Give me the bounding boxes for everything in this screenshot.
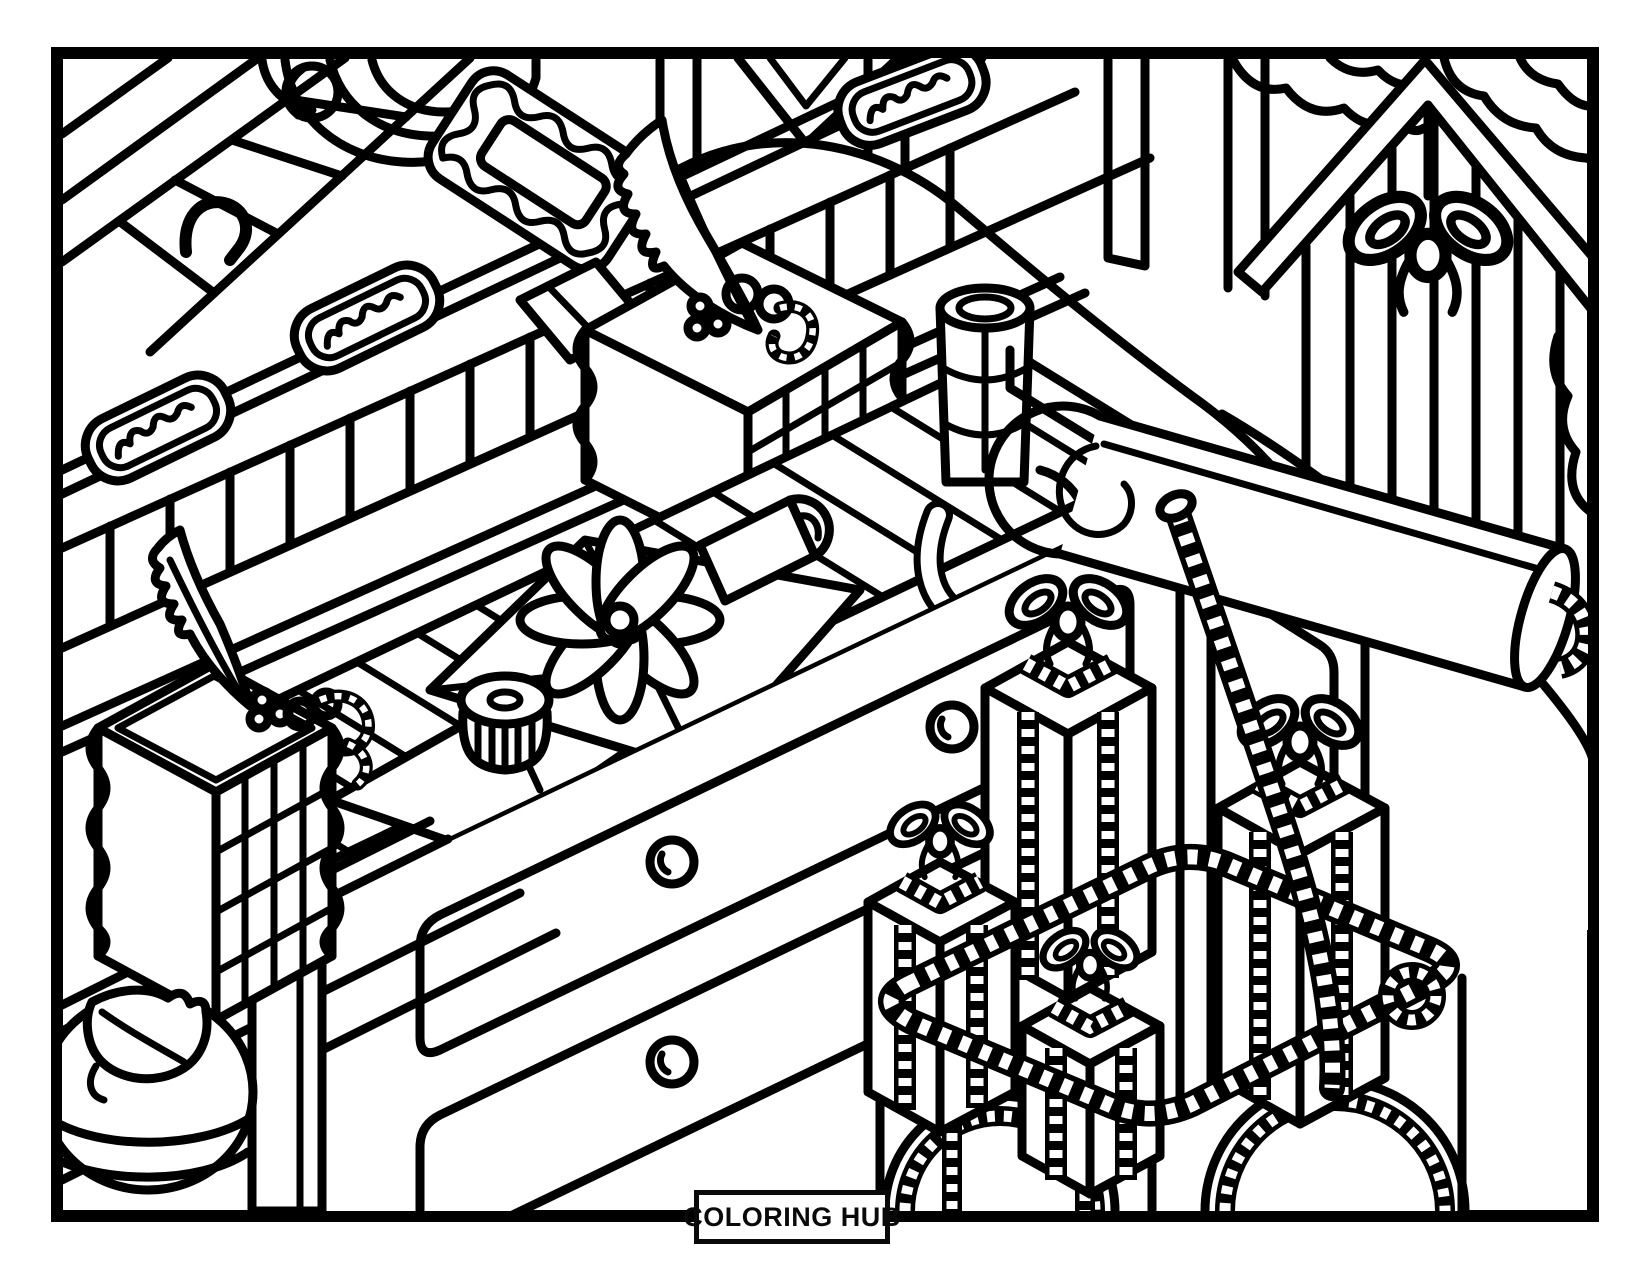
scroll-curl-inner [1055,442,1135,538]
ribbon-rosette [515,515,725,725]
roll-curl-inner [796,512,822,542]
scroll-fill [1060,416,1565,687]
holly-berry [683,314,711,342]
holly-berry [686,292,714,320]
window-frame-inner [766,58,849,110]
spool-core [955,293,1015,323]
rosette-center [601,601,639,639]
holly-berry [245,705,273,733]
gift-top-inner [114,672,316,784]
house-siding-lines [1301,107,1565,610]
brand-badge: COLORING HUB [683,1190,900,1244]
rolled-paper-scroll [984,401,1588,693]
wavy-wrap-edge [85,723,111,961]
roll-curl [785,494,834,561]
wavy-wrap-edge [572,325,598,485]
leaf-vein [98,1008,188,1066]
plaid-grid [212,740,336,1008]
pine-sprig [613,115,763,335]
cupcake-ridges [474,718,536,772]
rafter-lines [62,58,263,205]
drawer-knob [930,705,974,749]
scroll-curl-end [984,401,1105,559]
tree-branch-scallops [1439,58,1588,164]
toy-wagon [863,489,1470,1211]
candy-cupcake [456,671,554,775]
scroll-sheet-line [1100,440,1560,578]
wavy-wrap-edge [319,723,345,961]
cookie-plaque [475,115,611,230]
plaid-wrapped-gift [85,525,368,1025]
swirl-end-curl [285,66,306,120]
sprig-vein [166,556,248,704]
drawer-knob [650,840,694,884]
scene [62,58,1588,1211]
cake-leaf [82,985,212,1084]
cupcake-top-ring [486,688,524,712]
drawer-knob [650,1040,694,1084]
rope-handle-end [1155,489,1197,523]
cake-rim-lines [62,1113,255,1182]
tree-branch-scallops [1515,58,1588,111]
rope-knot-loop-stripes [1382,966,1442,1026]
cupcake-top [456,671,554,729]
hanging-hook [179,196,253,266]
leaf-curl [86,1062,108,1104]
ladder-rungs [114,94,411,298]
gingerbread-house [1233,58,1588,610]
round-cake-box [62,985,258,1195]
swirl-crescent [257,58,317,115]
scroll-edges [1055,411,1570,692]
house-roof-band [1233,58,1588,313]
cookie-icing-wave [438,80,641,258]
brand-label: COLORING HUB [683,1201,901,1232]
sprig-vein [674,164,754,326]
holly-berry [704,310,732,338]
